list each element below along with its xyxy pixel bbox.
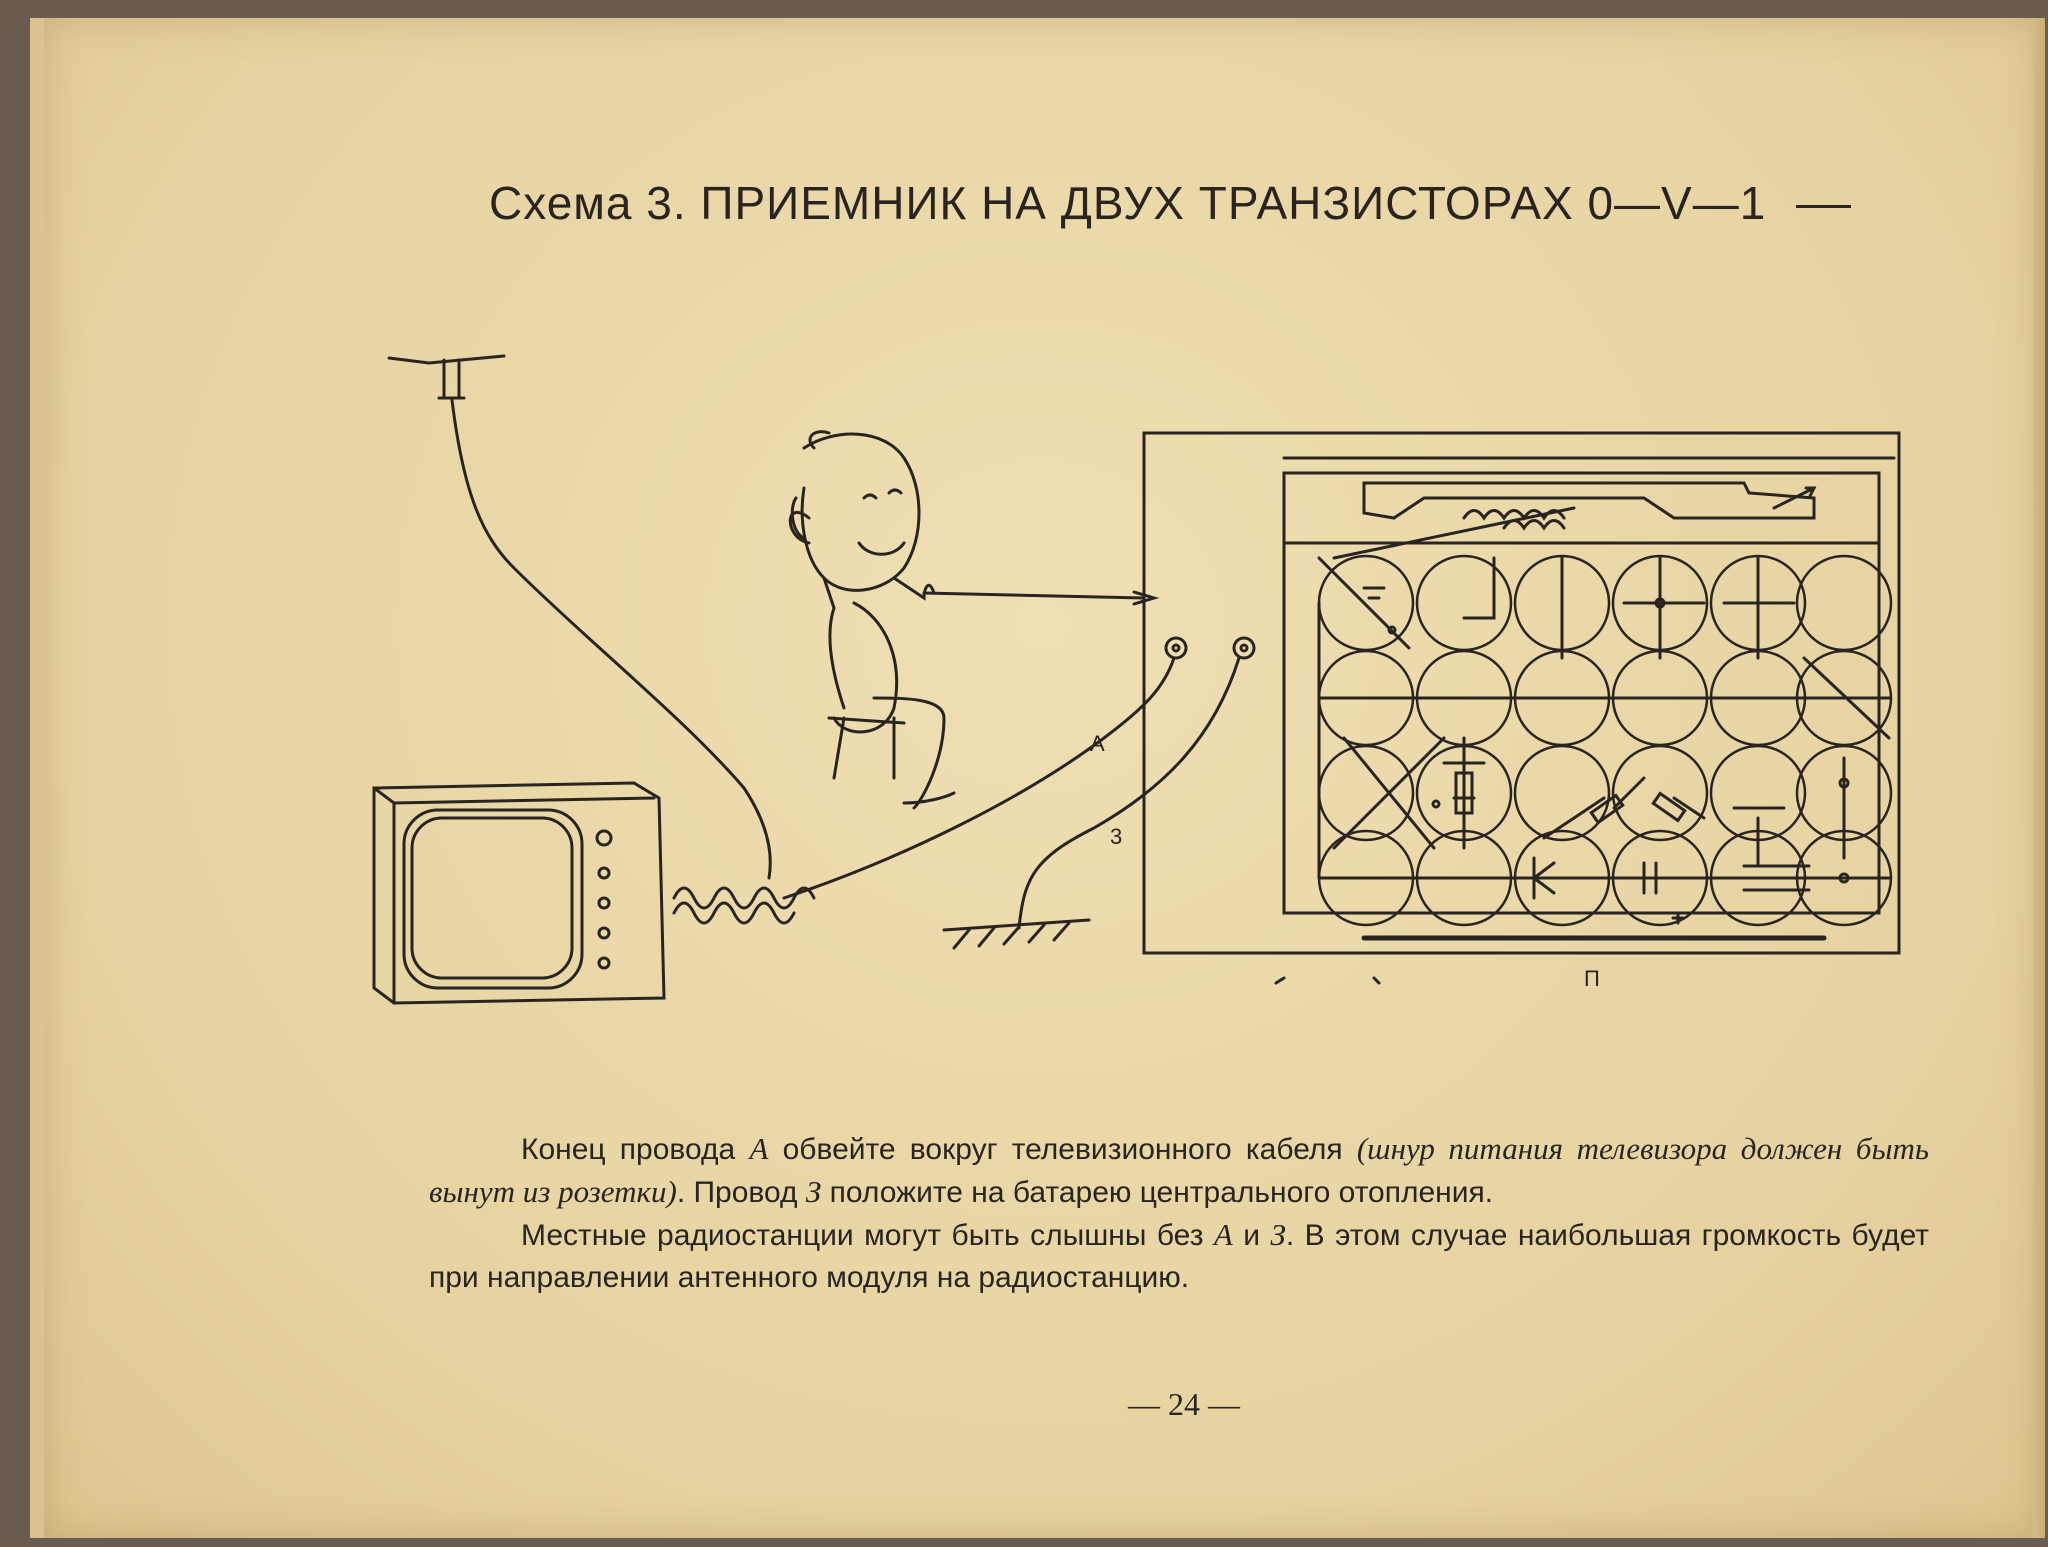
wire-z [1017, 656, 1241, 930]
wire-a [782, 656, 1176, 900]
page-edge [2033, 18, 2045, 1538]
boy-with-headphones [788, 430, 1160, 810]
page-number: — 24 — [1128, 1386, 1240, 1422]
terminals [1164, 636, 1256, 660]
wire-a-label: А [1090, 731, 1105, 756]
wire-z-label: 3 [1110, 824, 1122, 849]
paragraph-2: Местные радиостанции могут быть слышны б… [429, 1217, 1929, 1294]
body-text: Конец провода А обвейте вокруг телевизио… [429, 1128, 1929, 1299]
antenna-cable [450, 398, 772, 880]
ground-symbol [942, 918, 1091, 950]
receiver-box [1142, 431, 1901, 955]
page-title: Схема 3. ПРИЕМНИК НА ДВУХ ТРАНЗИСТОРАХ 0… [489, 176, 1949, 230]
book-page: Схема 3. ПРИЕМНИК НА ДВУХ ТРАНЗИСТОРАХ 0… [30, 18, 2045, 1538]
title-dash [1796, 205, 1852, 209]
antenna [387, 354, 506, 400]
television [372, 781, 666, 1005]
radio-receiver-illustration: А 3 П [372, 354, 1901, 1005]
paragraph-1: Конец провода А обвейте вокруг телевизио… [429, 1131, 1929, 1209]
circuit-board [1274, 456, 1896, 985]
wire-coil [672, 886, 816, 925]
board-label: П [1584, 966, 1600, 991]
headphone-cable [922, 591, 1146, 600]
